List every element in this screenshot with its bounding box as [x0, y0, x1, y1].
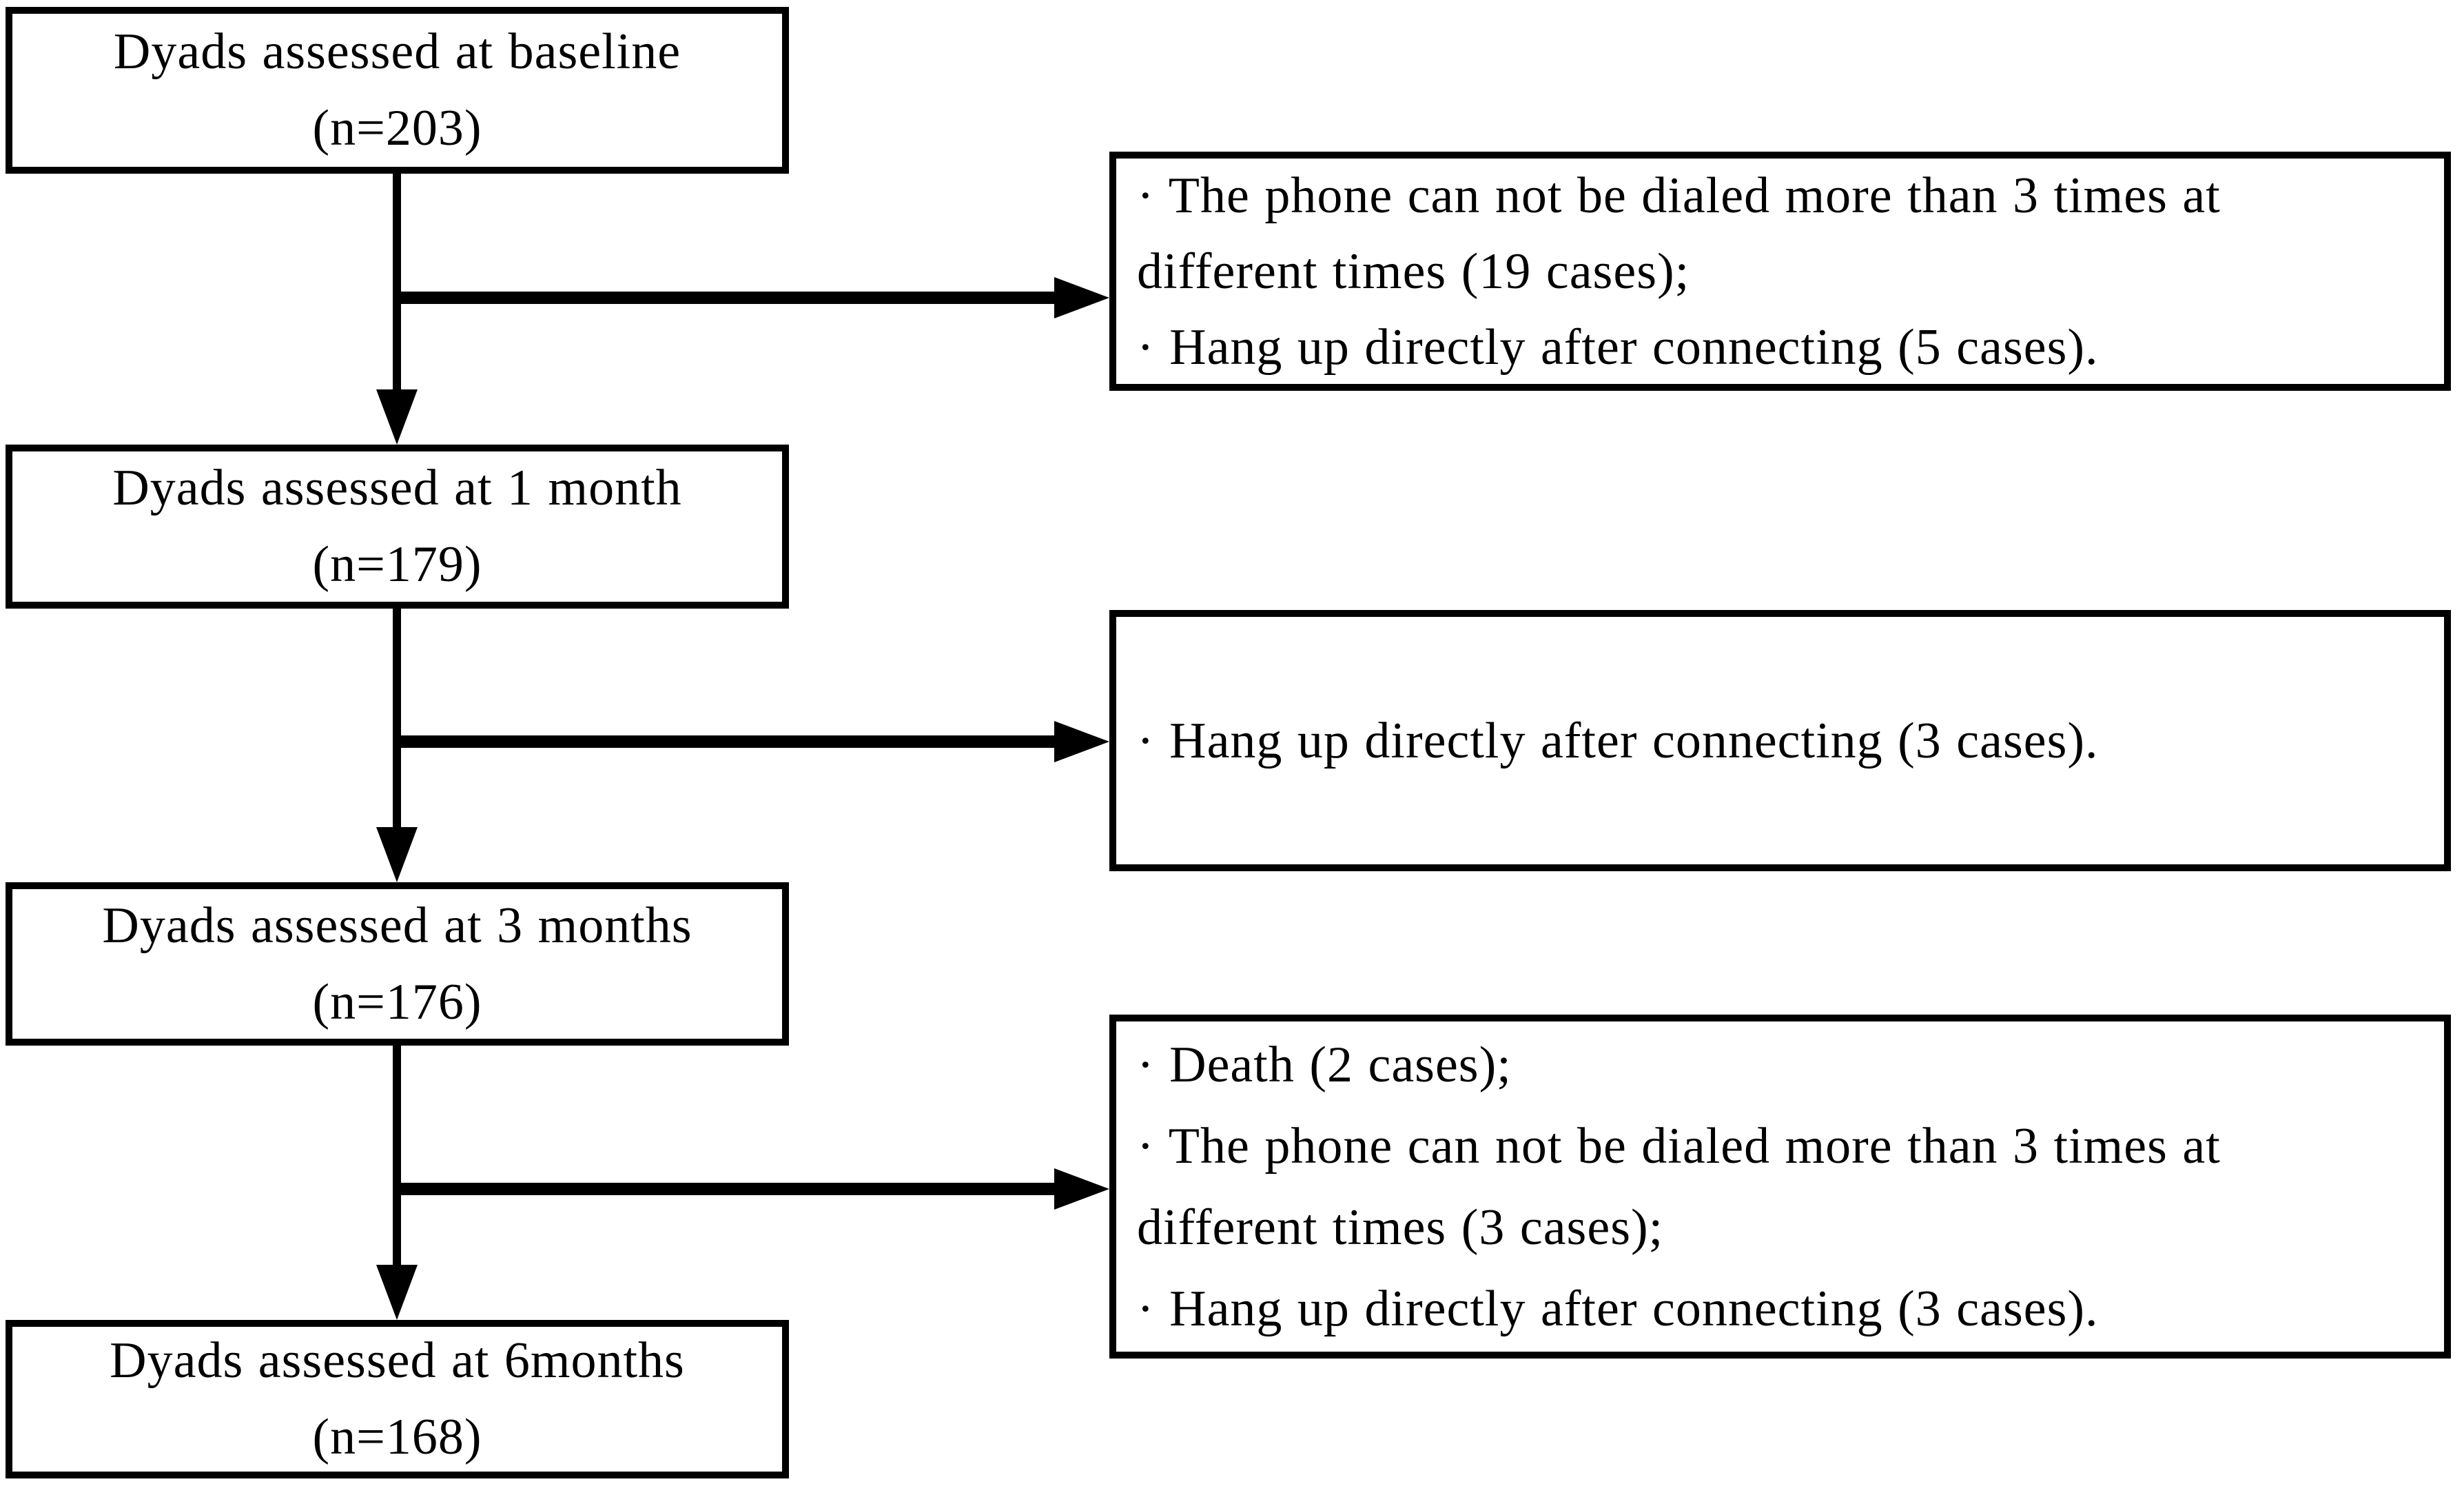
branch-arrow-3-shaft	[397, 1183, 1054, 1195]
down-arrow-2-head	[376, 827, 418, 882]
exclusion-line: · Hang up directly after connecting (3 c…	[1137, 712, 2099, 769]
box-dyads-3-months-count: (n=176)	[312, 973, 482, 1030]
down-arrow-1-head	[376, 389, 418, 445]
exclusion-line: different times (19 cases);	[1137, 243, 1690, 300]
box-dyads-6-months-label: Dyads assessed at 6months	[110, 1332, 685, 1389]
branch-arrow-1-head	[1054, 277, 1109, 318]
exclusion-line: different times (3 cases);	[1137, 1199, 1664, 1256]
box-dyads-3-months: Dyads assessed at 3 months (n=176)	[6, 882, 789, 1046]
branch-arrow-3-head	[1054, 1168, 1109, 1210]
branch-arrow-1-shaft	[397, 292, 1054, 304]
branch-arrow-2-head	[1054, 721, 1109, 762]
box-dyads-1-month-count: (n=179)	[312, 536, 482, 593]
box-dyads-baseline-count: (n=203)	[312, 100, 482, 156]
exclusion-line: · Death (2 cases);	[1137, 1036, 1512, 1093]
exclusion-line: · The phone can not be dialed more than …	[1137, 167, 2221, 224]
branch-arrow-2-shaft	[397, 735, 1054, 748]
box-dyads-6-months-count: (n=168)	[312, 1409, 482, 1465]
exclusion-box-1month-to-3months: · Hang up directly after connecting (3 c…	[1109, 610, 2451, 871]
exclusion-line: · Hang up directly after connecting (5 c…	[1137, 318, 2099, 376]
box-dyads-baseline: Dyads assessed at baseline (n=203)	[6, 7, 789, 174]
exclusion-box-3months-to-6months: · Death (2 cases); · The phone can not b…	[1109, 1015, 2451, 1359]
box-dyads-baseline-label: Dyads assessed at baseline	[113, 23, 681, 80]
box-dyads-1-month: Dyads assessed at 1 month (n=179)	[6, 445, 789, 609]
exclusion-line: · Hang up directly after connecting (3 c…	[1137, 1280, 2099, 1337]
exclusion-box-baseline-to-1month: · The phone can not be dialed more than …	[1109, 152, 2451, 391]
down-arrow-2-shaft	[393, 609, 401, 827]
down-arrow-3-head	[376, 1265, 418, 1320]
box-dyads-6-months: Dyads assessed at 6months (n=168)	[6, 1320, 789, 1478]
exclusion-line: · The phone can not be dialed more than …	[1137, 1117, 2221, 1174]
down-arrow-1-shaft	[393, 174, 401, 389]
down-arrow-3-shaft	[393, 1046, 401, 1265]
box-dyads-3-months-label: Dyads assessed at 3 months	[102, 897, 692, 954]
box-dyads-1-month-label: Dyads assessed at 1 month	[112, 460, 682, 516]
